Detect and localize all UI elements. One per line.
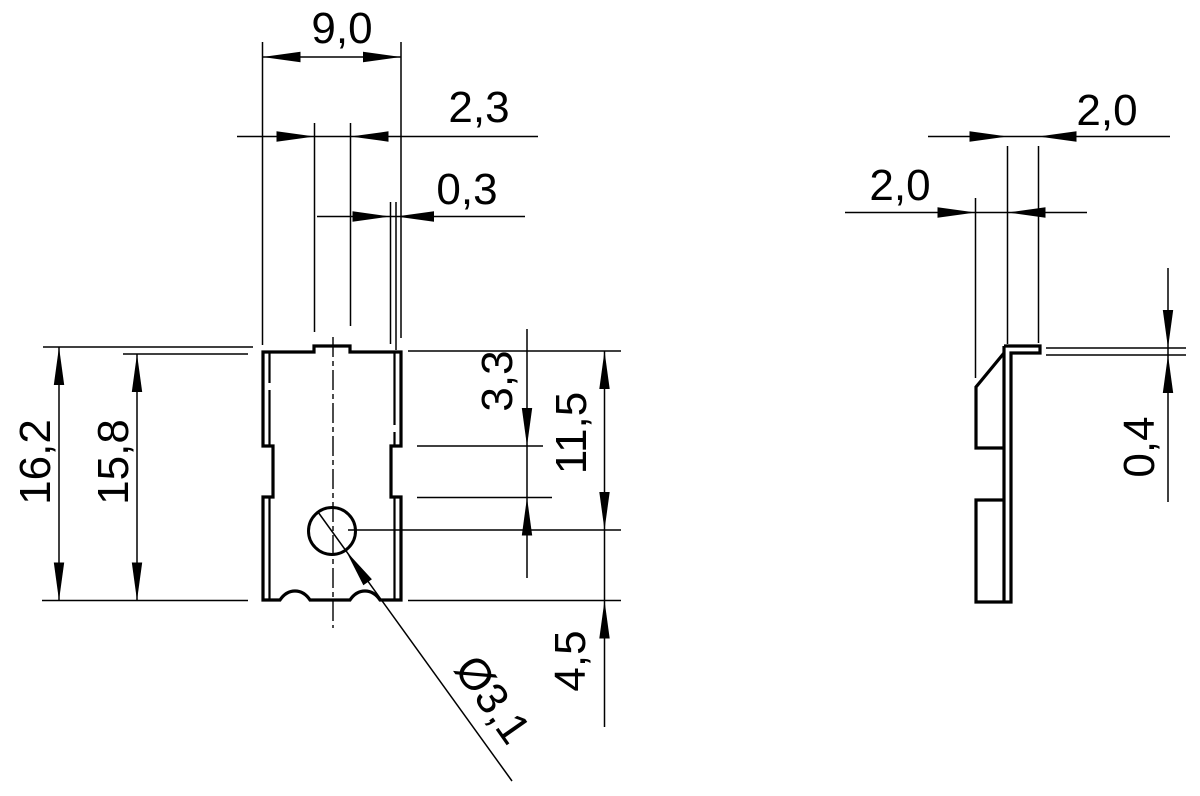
dim-label-depth-lower: 2,0 <box>869 161 931 210</box>
dim-label-hole-to-bottom: 4,5 <box>546 630 595 692</box>
dim-label-body-height: 15,8 <box>89 419 138 505</box>
dim-label-notch-height: 3,3 <box>473 350 522 412</box>
dim-label-hole-from-top: 11,5 <box>547 391 596 475</box>
dim-label-depth-upper: 2,0 <box>1076 86 1138 135</box>
dim-label-overall-height: 16,2 <box>11 419 60 505</box>
front-view-dimensions <box>42 42 621 782</box>
dim-label-width: 9,0 <box>311 4 373 53</box>
dim-label-material-thickness: 0,4 <box>1115 416 1164 478</box>
dim-label-tab-width: 2,3 <box>448 83 510 132</box>
hole <box>307 506 357 556</box>
dim-label-edge-offset: 0,3 <box>436 165 498 214</box>
front-view-outline <box>261 344 403 602</box>
side-view-outline <box>974 344 1042 604</box>
side-view-arrowheads <box>937 131 1174 393</box>
